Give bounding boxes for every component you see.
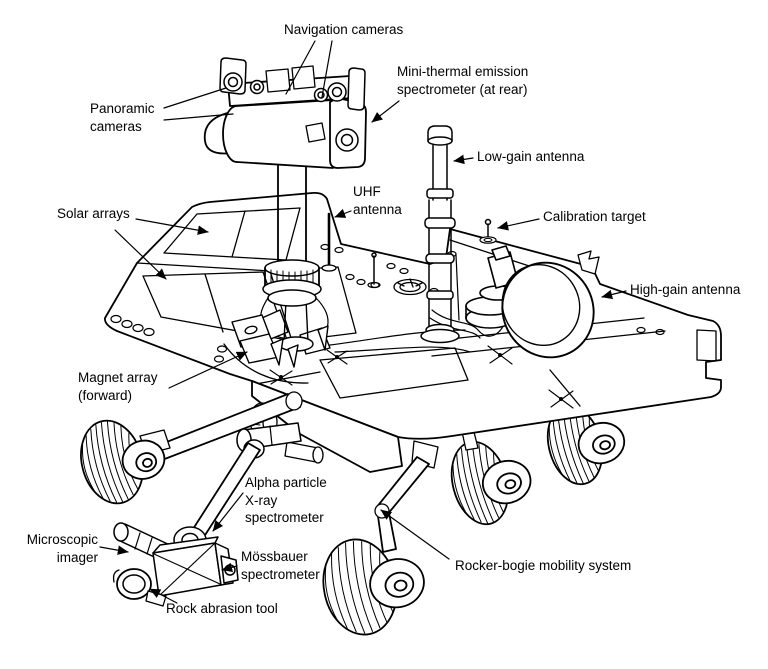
navcam-left-icon xyxy=(249,79,265,95)
leader-magnet xyxy=(168,351,248,389)
leader-lines xyxy=(99,40,627,604)
label-microscopic-imager: Microscopic imager xyxy=(26,532,98,565)
pancam-right-icon xyxy=(327,82,347,102)
uhf-antenna-mast xyxy=(321,212,337,272)
leader-highgain xyxy=(601,289,627,300)
label-uhf-antenna: UHF antenna xyxy=(353,184,402,217)
instrument-turret xyxy=(112,522,239,607)
high-gain-antenna-assembly xyxy=(465,245,595,359)
leader-mossbauer xyxy=(221,562,238,573)
camera-mast xyxy=(262,157,322,307)
leader-minites xyxy=(371,100,400,123)
magnet-array-bracket xyxy=(231,314,299,368)
label-mossbauer-spectrometer: Mössbauer spectrometer xyxy=(241,549,320,582)
leader-caltarget xyxy=(497,218,540,231)
leader-solar-b xyxy=(114,229,167,280)
label-rock-abrasion-tool: Rock abrasion tool xyxy=(166,601,278,616)
leader-uhf xyxy=(334,208,352,218)
pancam-left-icon xyxy=(223,72,243,92)
label-rocker-bogie-mobility-system: Rocker-bogie mobility system xyxy=(455,558,632,573)
label-panoramic-cameras: Panoramic cameras xyxy=(90,101,155,134)
sundial xyxy=(393,278,427,296)
label-magnet-array: Magnet array (forward) xyxy=(78,370,158,403)
high-gain-dish xyxy=(501,261,595,359)
label-calibration-target: Calibration target xyxy=(543,209,646,224)
deck-fittings xyxy=(269,345,574,409)
wing-latch xyxy=(577,250,600,275)
leader-navcam-b xyxy=(321,40,333,98)
leader-lowgain xyxy=(453,154,474,165)
left-rocker-and-front-wheel xyxy=(80,391,303,505)
leader-solar-a xyxy=(135,218,209,235)
low-gain-antenna-mast xyxy=(420,125,460,344)
label-mini-thermal-emission-spectrometer: Mini-thermal emission spectrometer (at r… xyxy=(397,64,529,97)
deck-pin xyxy=(367,252,381,289)
leader-apxs xyxy=(212,492,244,532)
label-low-gain-antenna: Low-gain antenna xyxy=(477,149,585,164)
label-navigation-cameras: Navigation cameras xyxy=(284,22,404,37)
leader-microimager xyxy=(99,545,129,555)
calibration-target-pin xyxy=(479,218,497,244)
camera-head xyxy=(203,57,367,169)
leader-pancam-b xyxy=(163,113,234,121)
leader-rat xyxy=(149,588,178,604)
leader-pancam-a xyxy=(163,87,227,109)
leader-navcam-a xyxy=(285,40,316,95)
mast-base xyxy=(261,299,331,355)
label-high-gain-antenna: High-gain antenna xyxy=(630,282,741,297)
right-wheels xyxy=(374,389,626,553)
label-alpha-particle-xray-spectrometer: Alpha particle X-ray spectrometer xyxy=(245,475,327,525)
label-solar-arrays: Solar arrays xyxy=(57,206,130,221)
navcam-right-icon xyxy=(313,87,329,103)
bogie-wheel xyxy=(322,538,425,636)
leader-rockerbogie xyxy=(380,509,450,560)
